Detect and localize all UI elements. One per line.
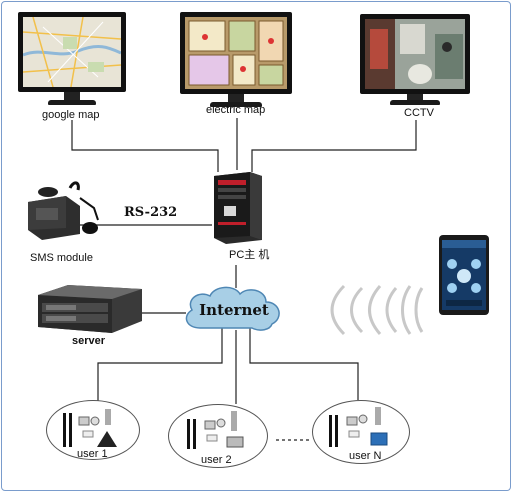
wireless-signal-icon	[330, 284, 424, 336]
wire-internet-userN	[249, 328, 359, 400]
google-map-monitor	[18, 12, 126, 106]
pc-label: PC主 机	[229, 249, 270, 261]
sensor-kit-icon	[63, 409, 117, 447]
sensor-kit-icon	[329, 407, 388, 447]
smartphone-icon	[439, 235, 489, 315]
sensor-kit-icon	[187, 411, 244, 449]
cloud-icon: Internet	[185, 286, 280, 331]
rs232-label: RS-232	[124, 205, 178, 220]
user-n-group: user N	[312, 400, 410, 464]
diagram-frame	[1, 1, 511, 491]
user-2-label: user 2	[201, 454, 232, 466]
wire-internet-user1	[97, 328, 223, 404]
server-rack-icon	[38, 285, 142, 333]
electric-map-label: electric map	[206, 104, 266, 116]
cctv-monitor	[360, 14, 470, 106]
sms-module-label: SMS module	[30, 252, 93, 264]
floorplan-monitor-icon	[185, 17, 287, 89]
google-map-label: google map	[42, 109, 100, 121]
map-monitor-icon	[23, 17, 121, 87]
cctv-monitor-icon	[365, 19, 465, 89]
internet-label: Internet	[199, 301, 269, 319]
server-label: server	[72, 335, 106, 347]
user-1-group: user 1	[46, 400, 140, 460]
electric-map-monitor	[180, 12, 292, 108]
wire-cctv-pc	[251, 120, 417, 172]
sms-modem-icon	[28, 181, 99, 240]
pc-tower-icon	[214, 172, 262, 244]
user-n-label: user N	[349, 450, 382, 462]
cctv-label: CCTV	[404, 107, 434, 119]
user-2-group: user 2	[168, 404, 268, 468]
wire-googlemap-pc	[71, 120, 219, 172]
user-1-label: user 1	[77, 448, 108, 460]
